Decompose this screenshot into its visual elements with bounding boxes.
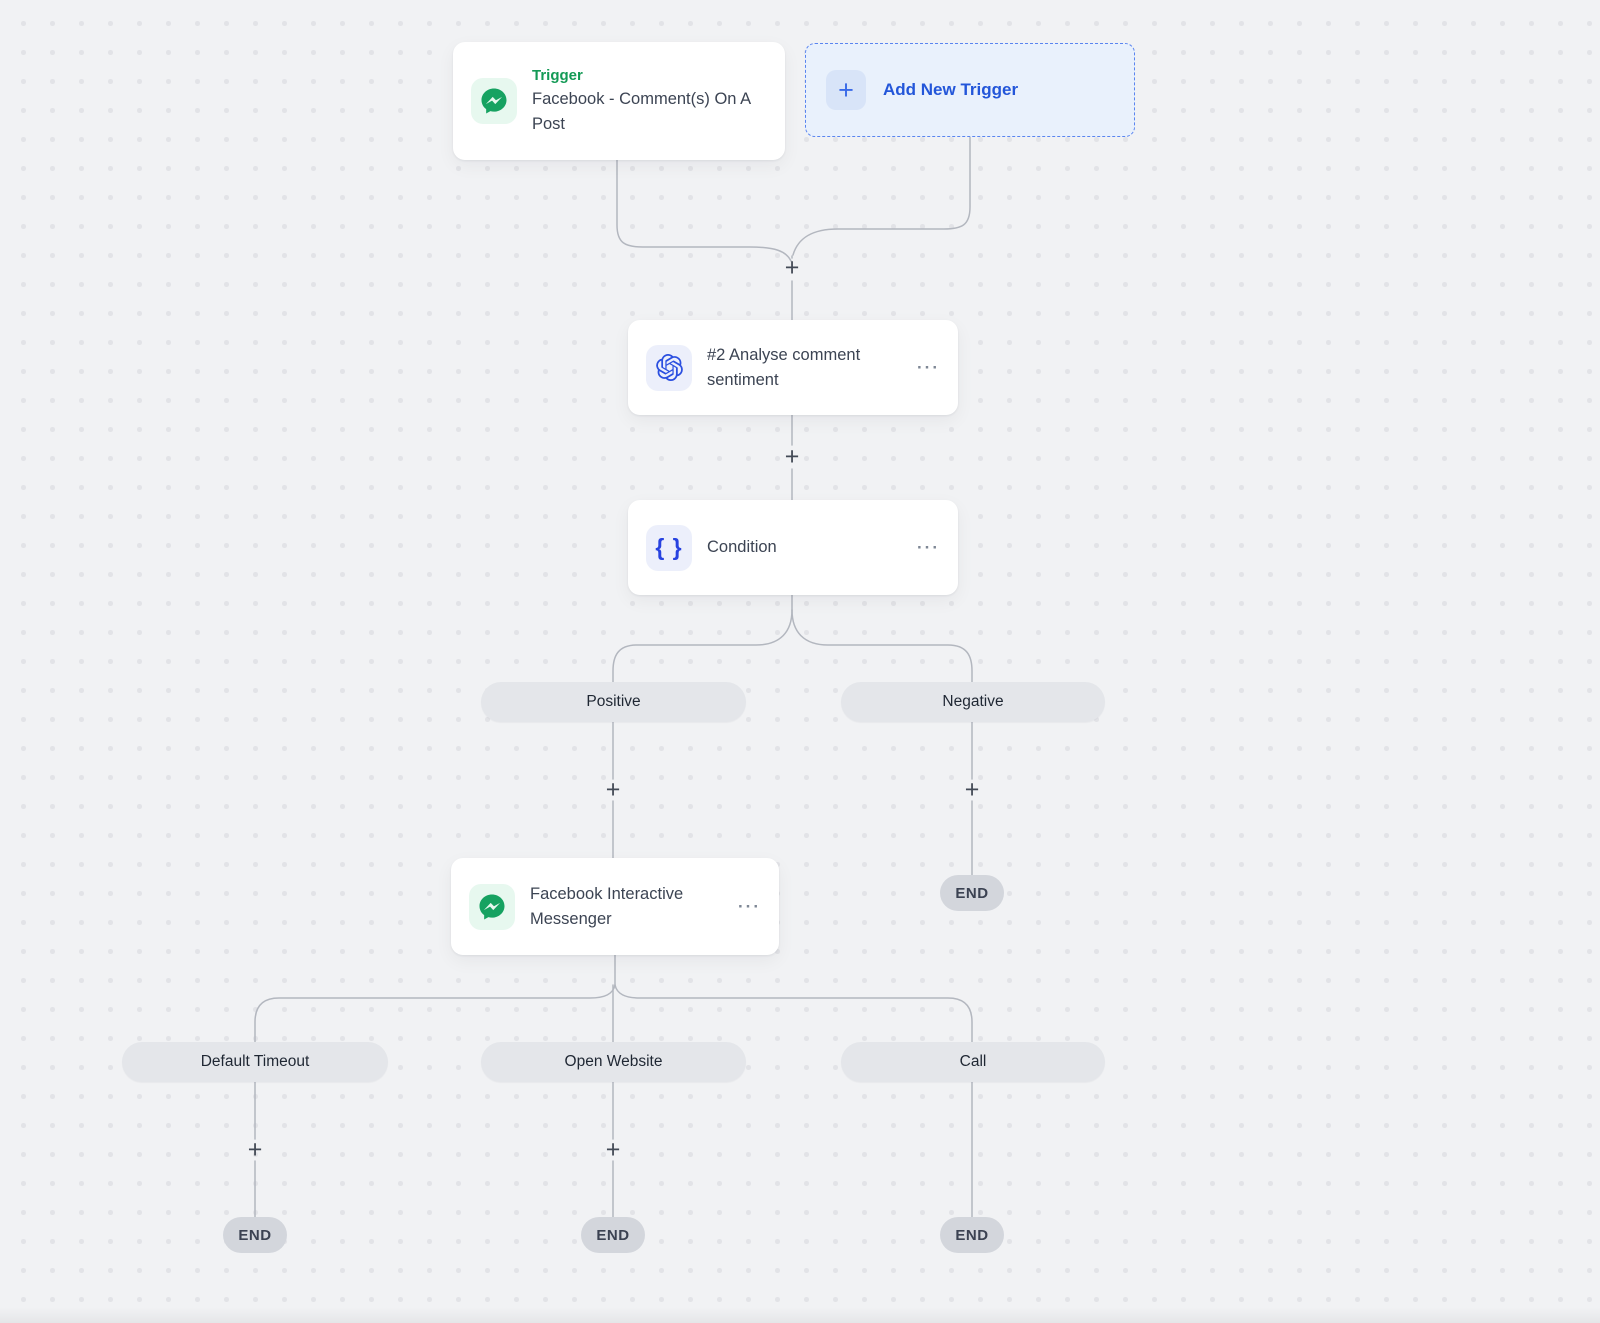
- branch-pill-default-timeout[interactable]: Default Timeout: [122, 1042, 388, 1082]
- condition-braces-icon: { }: [646, 524, 692, 571]
- connector-split-positive: [612, 609, 793, 683]
- condition-node[interactable]: { } Condition ···: [628, 500, 958, 595]
- connector-trigger-merge: [616, 159, 792, 262]
- analyse-sentiment-node[interactable]: #2 Analyse comment sentiment ···: [628, 320, 958, 415]
- facebook-messenger-node[interactable]: Facebook Interactive Messenger ···: [451, 858, 779, 955]
- node-menu-button[interactable]: ···: [917, 538, 940, 557]
- add-step-button[interactable]: +: [784, 253, 800, 282]
- connector-split-call: [614, 984, 973, 1043]
- end-pill-negative: END: [940, 875, 1004, 911]
- connector-split-negative: [791, 609, 973, 683]
- node-menu-button[interactable]: ···: [917, 358, 940, 377]
- plus-icon: +: [826, 70, 866, 110]
- end-pill-call: END: [940, 1217, 1004, 1253]
- branch-pill-call[interactable]: Call: [841, 1042, 1105, 1082]
- add-step-button[interactable]: +: [605, 775, 621, 804]
- add-step-button[interactable]: +: [964, 775, 980, 804]
- add-step-button[interactable]: +: [605, 1135, 621, 1164]
- messenger-icon: [471, 78, 517, 124]
- add-step-button[interactable]: +: [784, 442, 800, 471]
- end-pill-default-timeout: END: [223, 1217, 287, 1253]
- trigger-title: Facebook - Comment(s) On A Post: [532, 90, 751, 133]
- add-new-trigger-button[interactable]: + Add New Trigger: [805, 43, 1135, 137]
- connector-addtrigger-merge: [792, 136, 971, 256]
- connector-split-timeout: [254, 984, 616, 1043]
- trigger-badge: Trigger: [532, 67, 583, 84]
- branch-pill-positive[interactable]: Positive: [481, 682, 746, 722]
- messenger-node-title: Facebook Interactive Messenger: [530, 884, 684, 928]
- openai-icon: [646, 344, 692, 391]
- condition-node-title: Condition: [707, 538, 777, 556]
- add-step-button[interactable]: +: [247, 1135, 263, 1164]
- analyse-node-title: #2 Analyse comment sentiment: [707, 345, 861, 389]
- add-new-trigger-label: Add New Trigger: [883, 80, 1019, 99]
- branch-pill-open-website[interactable]: Open Website: [481, 1042, 746, 1082]
- trigger-node[interactable]: Trigger Facebook - Comment(s) On A Post: [453, 42, 785, 160]
- node-menu-button[interactable]: ···: [738, 897, 761, 916]
- branch-pill-negative[interactable]: Negative: [841, 682, 1105, 722]
- messenger-icon: [469, 883, 515, 930]
- end-pill-open-website: END: [581, 1217, 645, 1253]
